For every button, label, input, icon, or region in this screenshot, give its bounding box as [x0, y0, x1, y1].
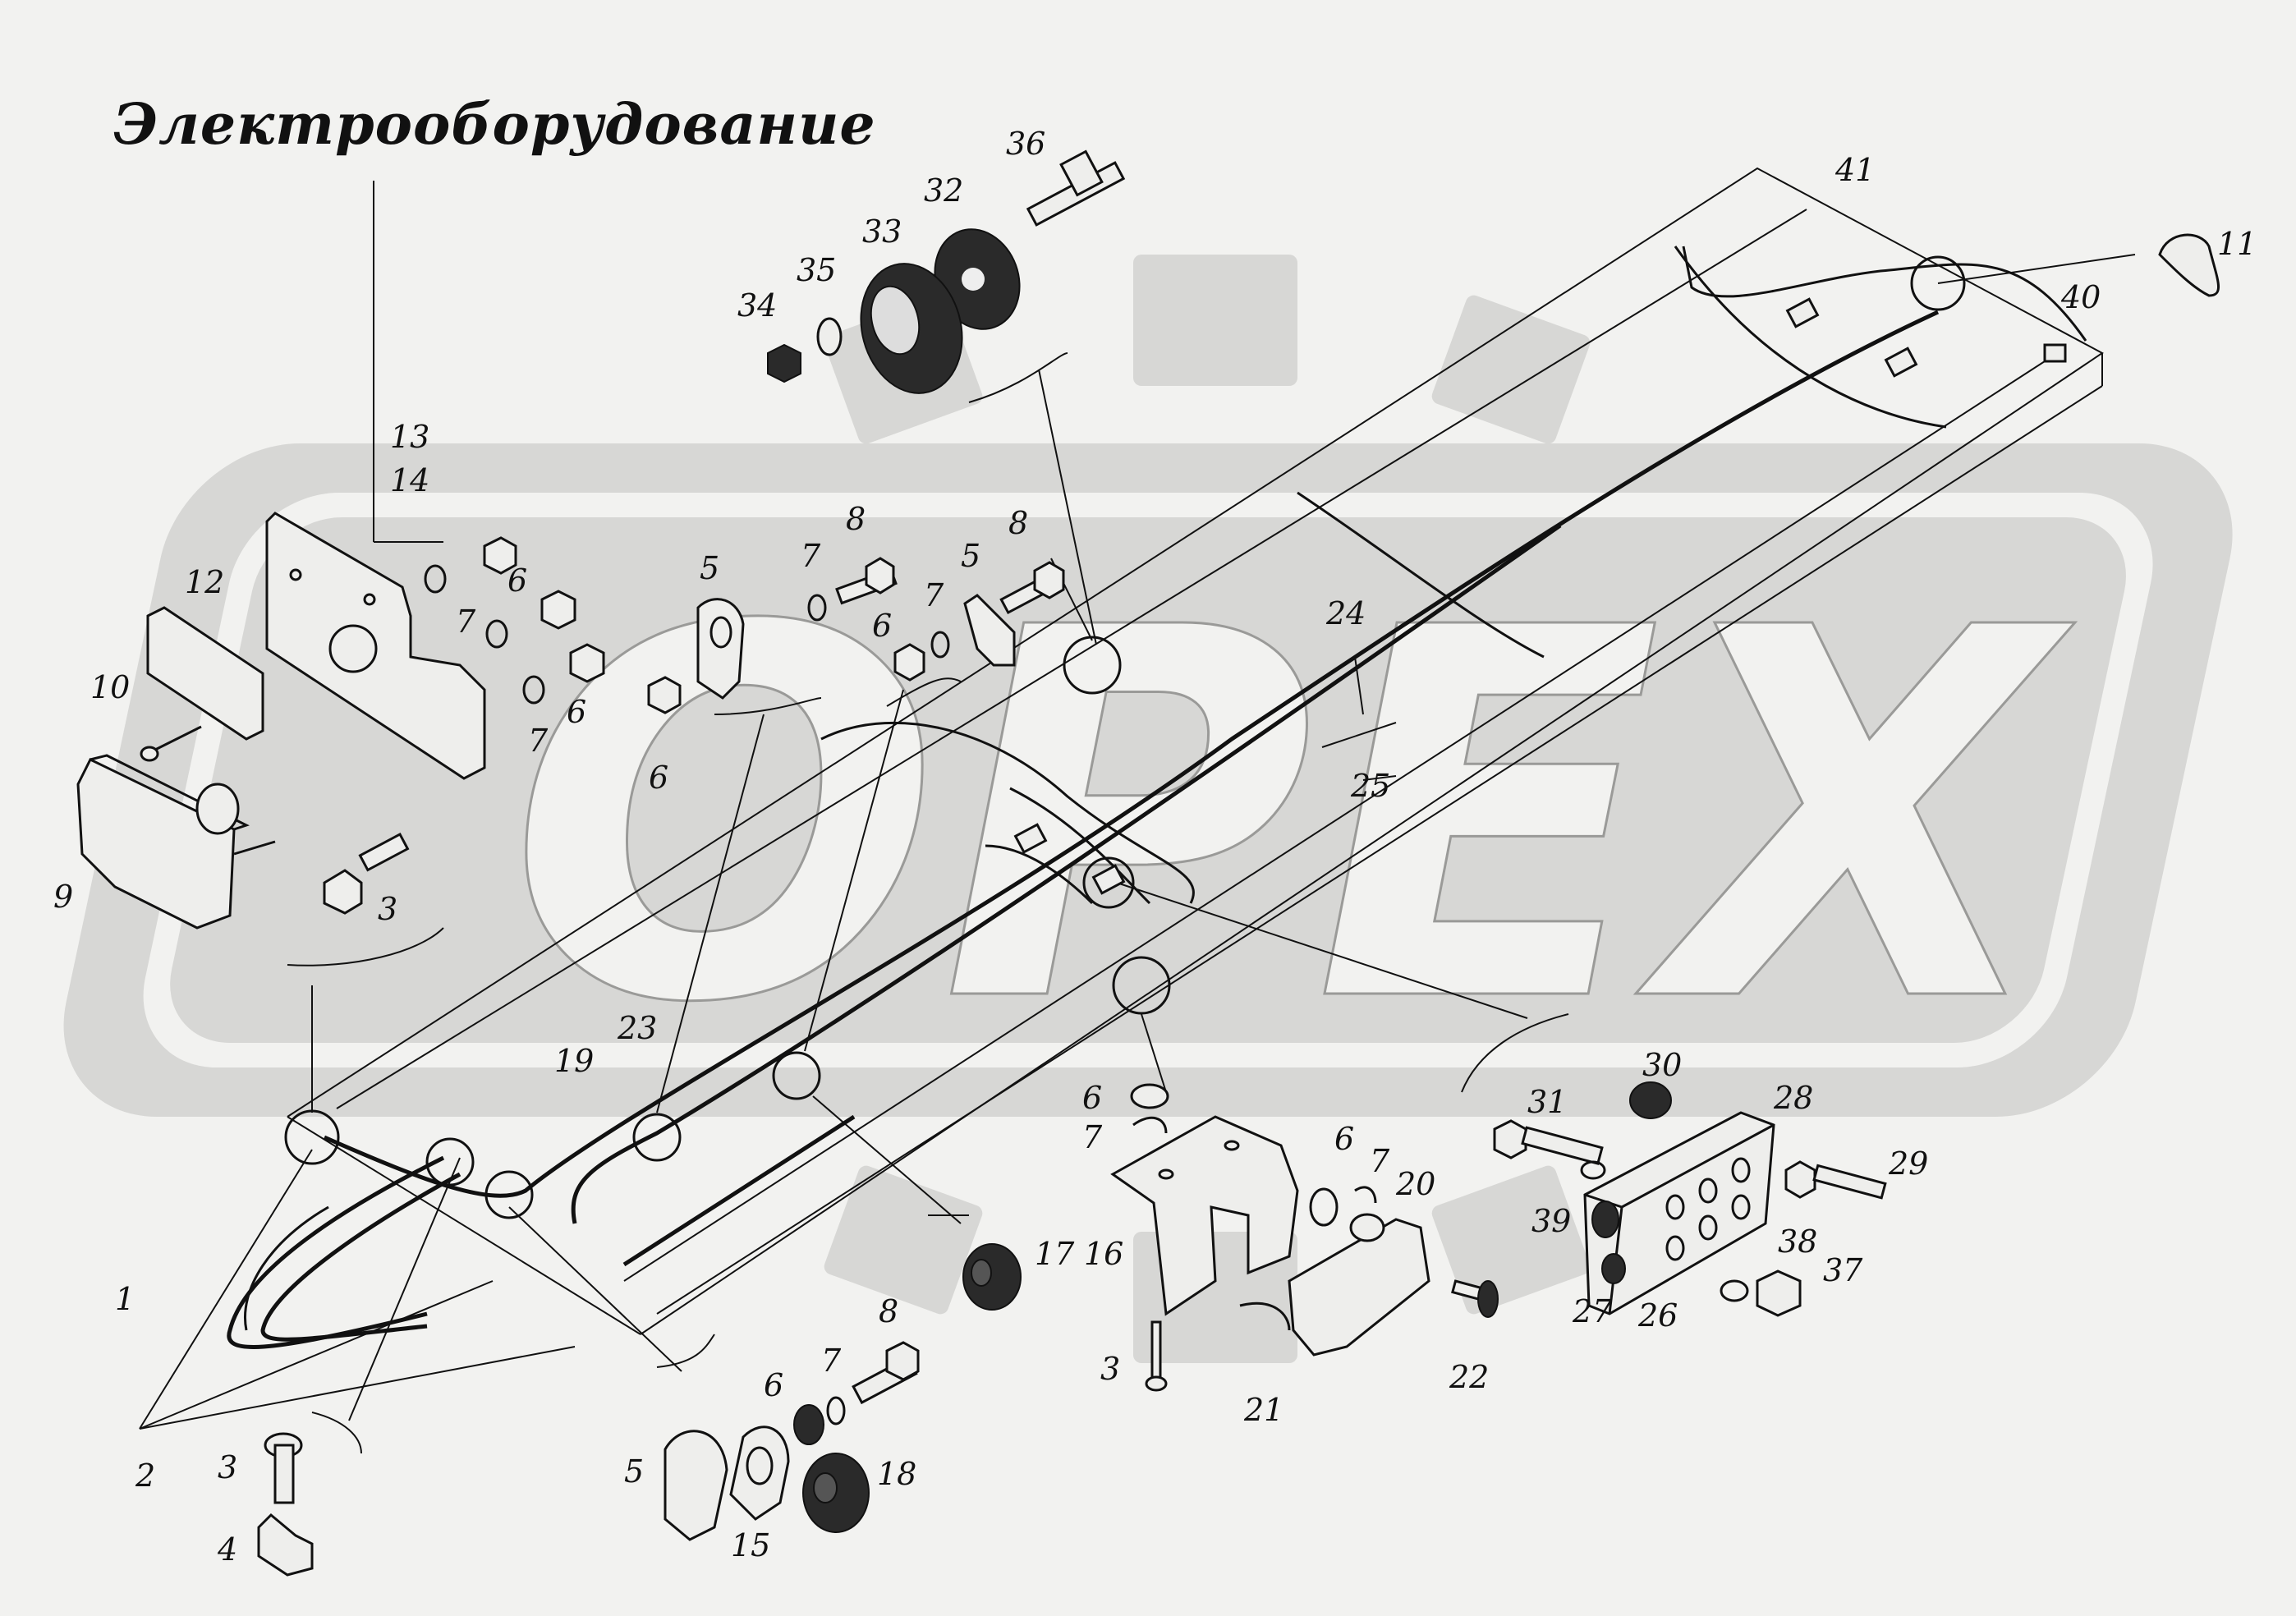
callout-32: 32	[924, 172, 963, 209]
screw-22	[1451, 1279, 1499, 1318]
callout-34: 34	[737, 287, 777, 324]
callout-13: 13	[390, 419, 429, 455]
callout-40: 40	[2060, 279, 2101, 315]
relay-block-28	[1583, 1111, 1775, 1315]
callout-10: 10	[90, 669, 130, 705]
callout-19: 19	[554, 1043, 594, 1079]
callout-3-lower: 3	[218, 1449, 237, 1485]
callout-6-d: 6	[872, 608, 892, 644]
nut-37	[1756, 1269, 1802, 1317]
main-wiring-harness	[323, 246, 2087, 1267]
callout-7-c: 7	[801, 538, 821, 574]
bolt-3-upper	[323, 832, 410, 915]
bracket-4	[257, 1513, 314, 1577]
callout-7-f: 7	[1370, 1143, 1390, 1179]
callout-18: 18	[877, 1456, 916, 1492]
bolt-31	[1493, 1119, 1604, 1165]
callout-5-b: 5	[961, 538, 980, 574]
chassis-frame	[139, 167, 2104, 1430]
harness-loop	[227, 1155, 461, 1349]
callout-35: 35	[797, 252, 836, 288]
grommet-18	[802, 1453, 870, 1533]
callout-7-g: 7	[821, 1343, 842, 1379]
callout-5-c: 5	[624, 1453, 644, 1490]
rear-lamp-9	[76, 754, 276, 930]
leader-lines	[287, 181, 2136, 1454]
grommet-11	[2158, 233, 2220, 297]
washer-38	[1720, 1279, 1749, 1302]
callout-17: 17	[1035, 1236, 1075, 1272]
callout-3-upper: 3	[378, 891, 397, 927]
callout-6-g: 6	[764, 1367, 783, 1403]
callout-41: 41	[1835, 152, 1875, 188]
callout-37: 37	[1823, 1252, 1863, 1288]
callout-30: 30	[1642, 1047, 1682, 1083]
callout-3-mid: 3	[1100, 1351, 1120, 1387]
callout-11: 11	[2217, 226, 2257, 262]
nut-34	[767, 343, 801, 383]
clamp-5-upper-right	[963, 594, 1016, 667]
bolt-36	[1026, 149, 1126, 227]
side-lamp-21	[1288, 1218, 1430, 1357]
callout-8-c: 8	[879, 1293, 898, 1329]
callout-31: 31	[1527, 1084, 1567, 1120]
callout-6-c: 6	[649, 760, 668, 796]
callout-7-e: 7	[1082, 1119, 1103, 1155]
washer-35	[816, 317, 843, 356]
callout-25: 25	[1350, 768, 1390, 804]
callout-5-a: 5	[700, 550, 719, 586]
callout-20: 20	[1395, 1166, 1435, 1202]
callout-7-b: 7	[528, 723, 549, 759]
clamp-5-lower	[664, 1430, 728, 1541]
grommet-17	[962, 1243, 1022, 1311]
callout-14: 14	[390, 462, 429, 498]
cap-30	[1629, 1081, 1672, 1119]
screw-10	[140, 725, 202, 762]
callout-38: 38	[1778, 1223, 1817, 1260]
callout-26: 26	[1637, 1297, 1678, 1334]
bolt-29	[1784, 1160, 1887, 1200]
pulley-33	[860, 263, 963, 394]
callout-33: 33	[862, 213, 902, 250]
clamp-15	[729, 1425, 790, 1521]
callout-12: 12	[185, 564, 224, 600]
callout-15: 15	[731, 1527, 770, 1563]
callout-6-f: 6	[1334, 1121, 1354, 1157]
callout-1: 1	[115, 1281, 135, 1317]
clamp-5-upper-left	[696, 598, 745, 700]
bolt-3-lower	[264, 1432, 303, 1504]
license-plate-12	[146, 606, 264, 741]
callout-7-d: 7	[924, 577, 944, 613]
callout-4: 4	[217, 1531, 237, 1568]
callout-6-b: 6	[567, 694, 586, 730]
diagram-title: Электрооборудование	[113, 92, 876, 158]
callout-6-a: 6	[507, 562, 527, 599]
callout-23: 23	[617, 1010, 657, 1046]
callout-9: 9	[53, 879, 73, 915]
bracket-16	[1110, 1115, 1299, 1316]
callout-28: 28	[1773, 1080, 1813, 1116]
callout-8-b: 8	[1008, 505, 1028, 541]
callout-16: 16	[1084, 1236, 1123, 1272]
callout-8-a: 8	[846, 501, 866, 537]
callout-21: 21	[1243, 1392, 1283, 1428]
washer-39	[1580, 1160, 1606, 1180]
callout-7-a: 7	[456, 604, 476, 640]
callout-22: 22	[1449, 1359, 1489, 1395]
callout-39: 39	[1531, 1203, 1571, 1239]
callout-36: 36	[1006, 126, 1045, 162]
callout-24: 24	[1325, 595, 1366, 631]
callout-6-e: 6	[1082, 1080, 1102, 1116]
detail-circles	[284, 255, 1966, 1219]
callout-27: 27	[1572, 1293, 1613, 1329]
watermark-text: OPEX	[507, 522, 2075, 1114]
callout-29: 29	[1888, 1145, 1928, 1182]
callout-2: 2	[135, 1458, 155, 1494]
